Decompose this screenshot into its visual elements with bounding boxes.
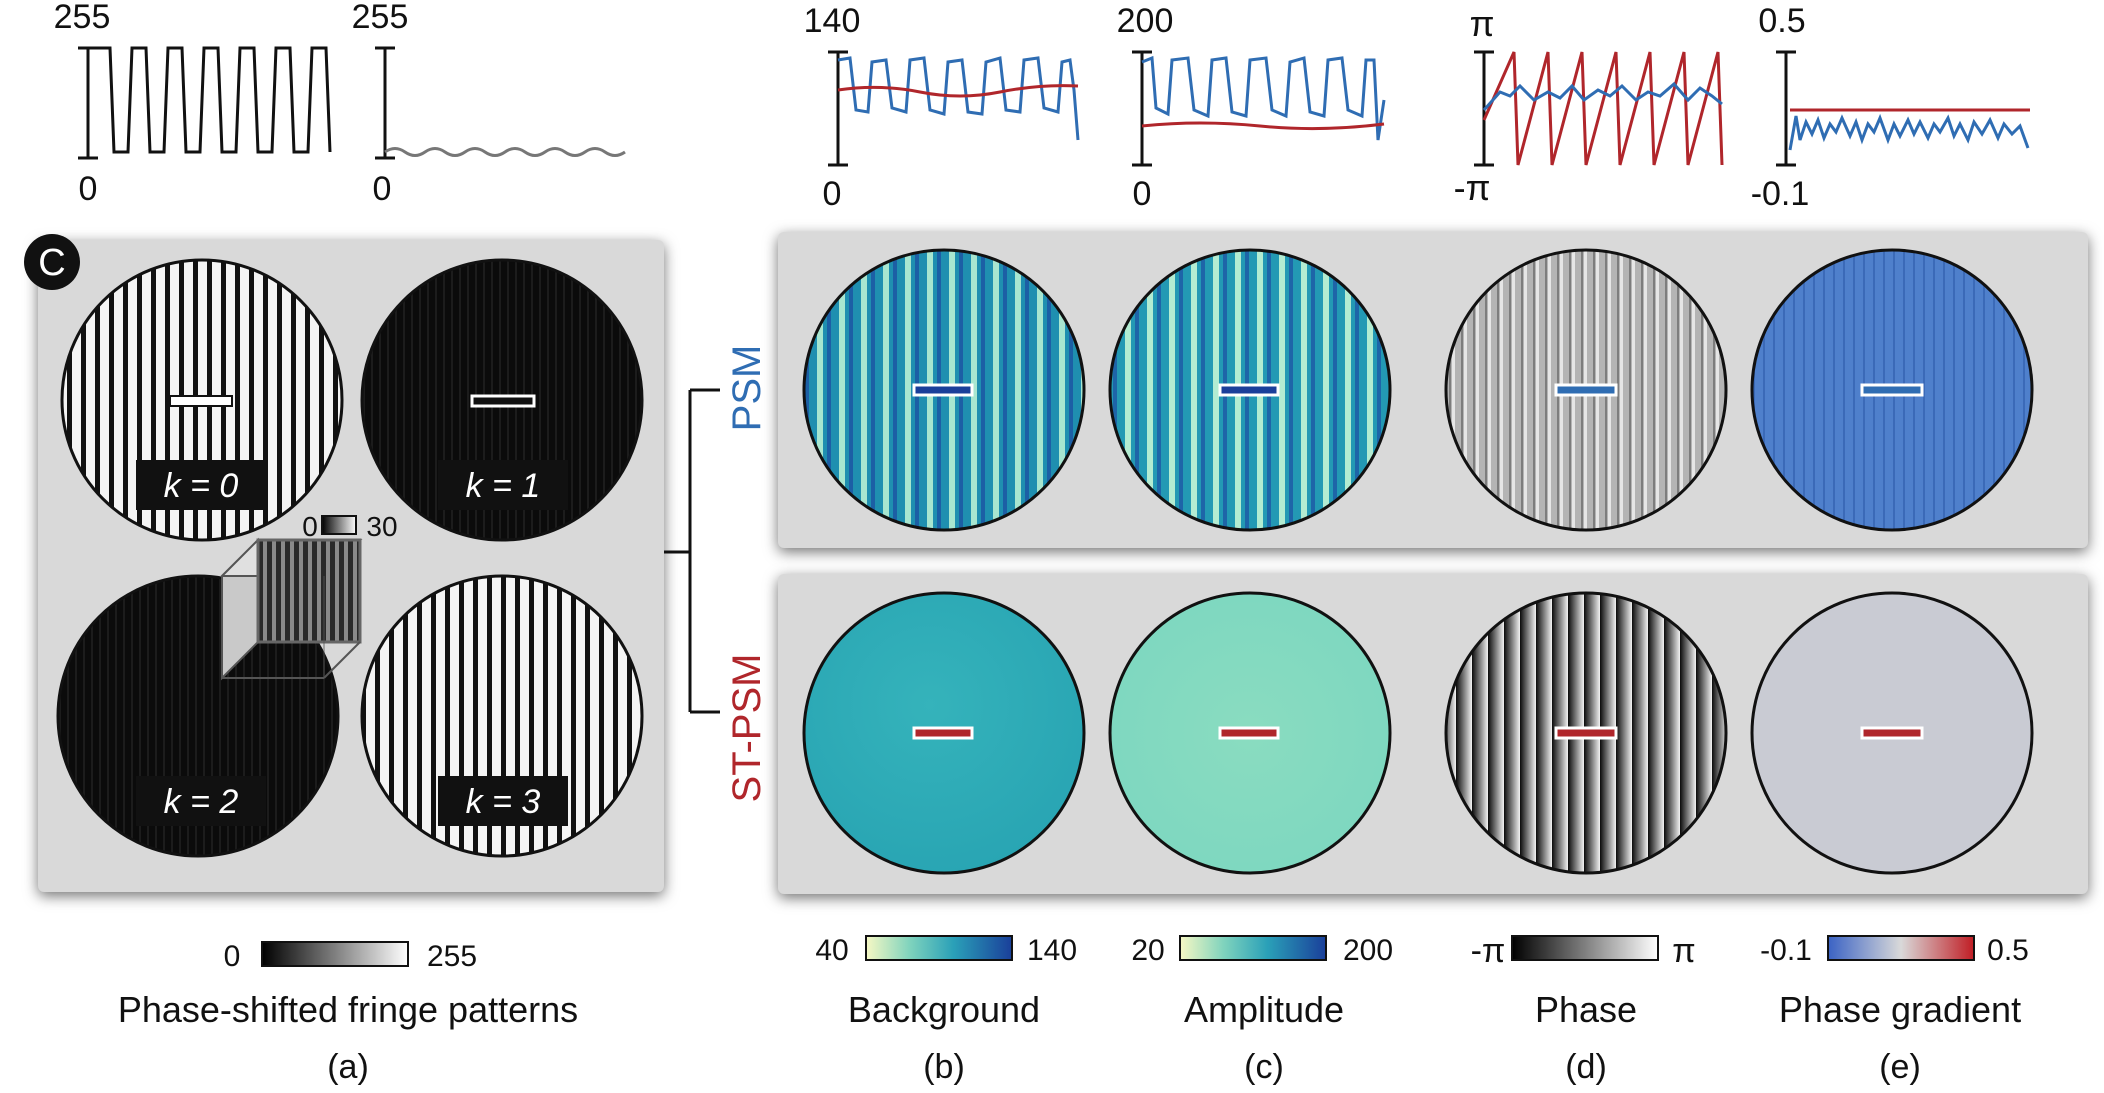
psm-phase-map [1444,248,1728,532]
plot-b: 140 0 [804,2,1080,213]
plot-a1-min: 0 [79,170,98,208]
colorbar-e-min: -0.1 [1760,934,1812,967]
zoom-inset: 0 30 [219,511,398,681]
colorbar-d-max: π [1672,932,1695,970]
plot-c-min: 0 [1133,175,1152,213]
caption-a: Phase-shifted fringe patterns (a) [118,989,578,1086]
label-k2: k = 2 [164,783,239,821]
psm-background-map [802,248,1086,532]
stpsm-phase-map [1444,591,1728,875]
colorbar-b: 40 140 [815,934,1077,967]
inset-scale-min: 0 [302,511,318,542]
stpsm-background-map [802,591,1086,875]
colorbar-c-max: 200 [1343,934,1393,967]
caption-d-title: Phase [1535,989,1637,1030]
plot-b-min: 0 [823,175,842,213]
plot-a1: 255 0 [54,0,332,208]
caption-b: Background (b) [848,989,1040,1086]
caption-c-title: Amplitude [1184,989,1344,1030]
colorbar-a: 0 255 [224,940,477,973]
colorbar-b-min: 40 [815,934,848,967]
caption-e-letter: (e) [1879,1048,1921,1086]
caption-c-letter: (c) [1244,1048,1284,1086]
plot-d-max: π [1470,3,1495,44]
fringe-k2: k = 2 [56,574,340,858]
fringe-k1: k = 1 [360,258,644,542]
inset-scale-max: 30 [366,511,397,542]
colorbar-d-min: -π [1471,932,1506,970]
fringe-k3: k = 3 [360,574,644,858]
method-label-stpsm: ST-PSM [725,654,769,803]
plot-d-min: -π [1454,167,1491,208]
stpsm-gradient-map [1750,591,2034,875]
caption-b-title: Background [848,989,1040,1030]
badge-c: C [24,234,80,290]
colorbar-c: 20 200 [1131,934,1393,967]
caption-a-letter: (a) [327,1048,369,1086]
caption-b-letter: (b) [923,1048,965,1086]
fringe-k0: k = 0 [60,258,344,542]
colorbar-d: -π π [1471,932,1696,970]
caption-c: Amplitude (c) [1184,989,1344,1086]
stpsm-amplitude-map [1108,591,1392,875]
psm-gradient-map [1750,248,2034,532]
label-k3: k = 3 [466,783,541,821]
plot-e-max: 0.5 [1758,2,1805,40]
bracket-connector [664,388,720,714]
colorbar-c-min: 20 [1131,934,1164,967]
colorbar-a-max: 255 [427,940,477,973]
caption-a-title: Phase-shifted fringe patterns [118,989,578,1030]
badge-letter: C [38,242,65,284]
plot-c-max: 200 [1117,2,1174,40]
caption-d: Phase (d) [1535,989,1637,1086]
method-label-psm: PSM [725,345,769,432]
label-k0: k = 0 [164,467,239,505]
plot-a2: 255 0 [352,0,626,208]
plot-a1-max: 255 [54,0,111,36]
caption-d-letter: (d) [1565,1048,1607,1086]
plot-d: π -π [1454,3,1724,208]
psm-amplitude-map [1108,248,1392,532]
plot-c: 200 0 [1117,2,1386,213]
plot-b-max: 140 [804,2,861,40]
plot-a2-max: 255 [352,0,409,36]
plot-e: 0.5 -0.1 [1751,2,2030,213]
colorbar-b-max: 140 [1027,934,1077,967]
caption-e: Phase gradient (e) [1779,989,2021,1086]
colorbar-e-max: 0.5 [1987,934,2029,967]
caption-e-title: Phase gradient [1779,989,2021,1030]
colorbar-a-min: 0 [224,940,241,973]
plot-a2-min: 0 [373,170,392,208]
colorbar-e: -0.1 0.5 [1760,934,2029,967]
label-k1: k = 1 [466,467,541,505]
plot-e-min: -0.1 [1751,175,1810,213]
